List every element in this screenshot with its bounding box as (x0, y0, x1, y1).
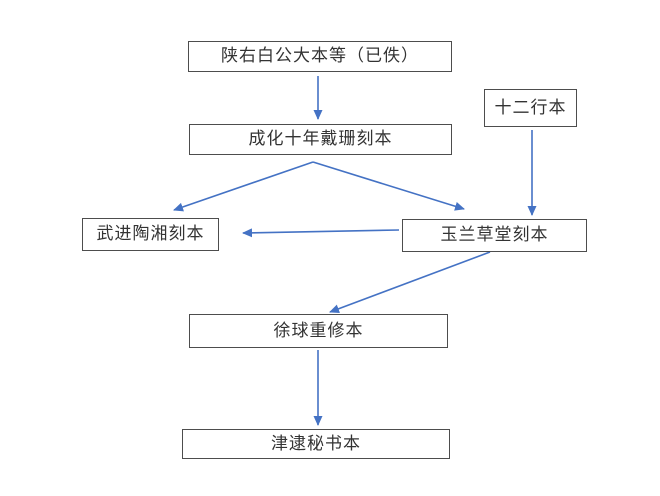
node-jindai-ben-label: 津逮秘书本 (271, 433, 361, 454)
edge-yulan-to-xuqiu-arrow (329, 251, 491, 314)
node-wujin-ben: 武进陶湘刻本 (82, 218, 219, 251)
edge-chenghua-to-yulan-arrow (312, 161, 465, 211)
node-xuqiu-ben: 徐球重修本 (189, 314, 448, 348)
node-shaanyou-ben-label: 陕右白公大本等（已佚） (221, 46, 419, 66)
edge-chenghua-to-wujin-arrow (173, 161, 314, 212)
node-chenghua-ben-label: 成化十年戴珊刻本 (248, 129, 393, 149)
edge-yulan-to-wujin-arrow (242, 228, 400, 238)
node-yulan-ben: 玉兰草堂刻本 (402, 219, 587, 252)
node-chenghua-ben: 成化十年戴珊刻本 (189, 124, 452, 155)
node-wujin-ben-label: 武进陶湘刻本 (96, 224, 205, 244)
node-shierhang-ben-label: 十二行本 (494, 97, 567, 118)
node-shaanyou-ben: 陕右白公大本等（已佚） (188, 41, 452, 72)
node-xuqiu-ben-label: 徐球重修本 (273, 320, 364, 341)
node-shierhang-ben: 十二行本 (484, 89, 577, 127)
node-jindai-ben: 津逮秘书本 (182, 429, 450, 459)
node-yulan-ben-label: 玉兰草堂刻本 (440, 225, 549, 245)
